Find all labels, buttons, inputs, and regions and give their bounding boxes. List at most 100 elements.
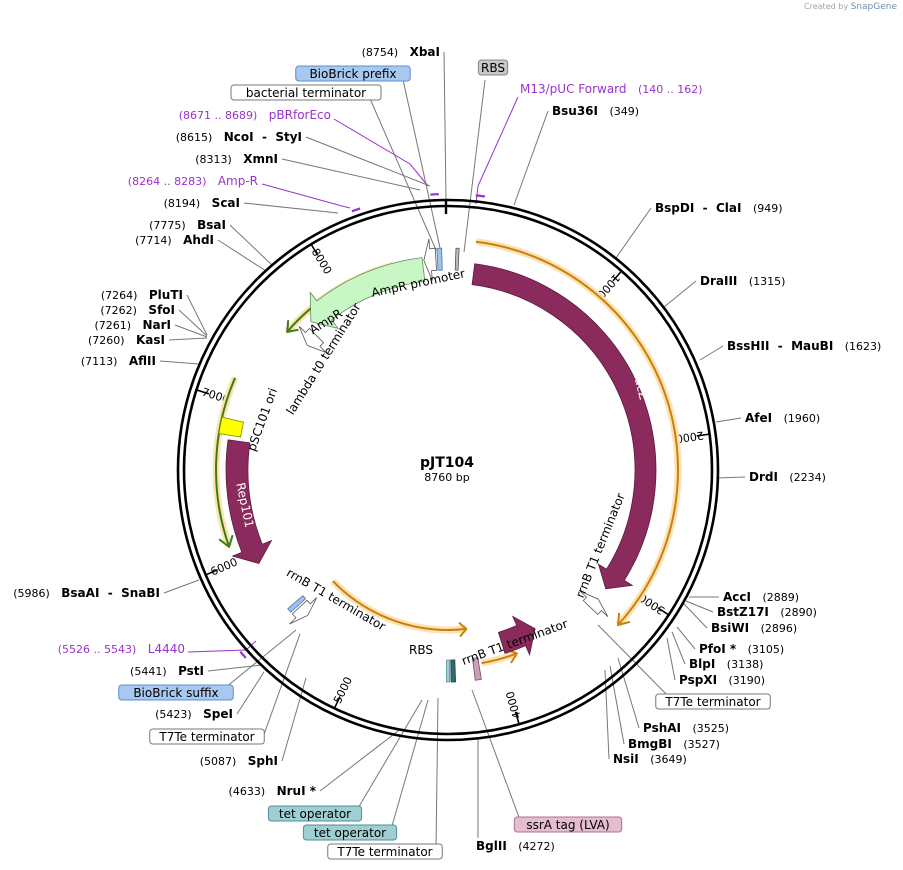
site-position: (349) xyxy=(609,105,639,118)
t7te-right-box xyxy=(655,693,771,710)
t7te-left-label: T7Te terminator xyxy=(158,730,254,744)
site-position: (5087) xyxy=(200,755,237,768)
site-position: (8754) xyxy=(362,46,399,59)
tet-operator-block xyxy=(450,659,457,683)
restriction-site-label: (5423) SpeI xyxy=(155,707,233,721)
restriction-site-label: (5087) SphI xyxy=(200,754,278,768)
leader-line xyxy=(663,280,697,308)
restriction-site-label: BglII (4272) xyxy=(476,839,555,853)
site-name: PfoI * xyxy=(699,642,737,656)
site-name: SfoI xyxy=(148,303,175,317)
site-position: (949) xyxy=(753,202,783,215)
leader-line xyxy=(319,730,399,792)
leader-line xyxy=(715,476,746,479)
plasmid-length: 8760 bp xyxy=(424,471,469,484)
tick-label: 6000 xyxy=(209,555,240,578)
tick-mark xyxy=(205,569,219,576)
site-position: (8313) xyxy=(195,153,232,166)
tick-mark xyxy=(514,711,520,725)
biobrick-prefix-block xyxy=(436,247,443,271)
site-name: DraIII xyxy=(700,274,737,288)
leader-line xyxy=(615,207,652,259)
restriction-site-label: PspXI (3190) xyxy=(679,673,765,687)
leader-line xyxy=(261,633,301,741)
restriction-site-label: PshAI (3525) xyxy=(643,721,729,735)
leader-line xyxy=(236,671,265,715)
primer-label: M13/pUC Forward (140 .. 162) xyxy=(520,82,703,96)
orf-bottom-left-head xyxy=(458,621,468,638)
lambda-repressor-arrow xyxy=(497,615,536,656)
t7te-bottom-label: T7Te terminator xyxy=(336,845,432,859)
primer-name: L4440 xyxy=(148,642,185,656)
biobrick-prefix-label: BioBrick prefix xyxy=(309,67,396,81)
tick-mark xyxy=(612,270,623,282)
site-position: (7714) xyxy=(135,234,172,247)
restriction-site-label: BstZ17I (2890) xyxy=(717,605,817,619)
snapgene-credit: Created by SnapGene xyxy=(804,2,897,12)
leader-line xyxy=(367,93,437,251)
leader-line xyxy=(333,118,429,187)
site-position: (5423) xyxy=(155,708,192,721)
restriction-site-label: (8313) XmnI xyxy=(195,152,278,166)
restriction-site-label: (8615) NcoI - StyI xyxy=(176,130,302,144)
site-name: PstI xyxy=(178,664,204,678)
site-name: XmnI xyxy=(243,152,278,166)
biobrick-prefix-box xyxy=(295,65,411,82)
site-name: PluTI xyxy=(149,288,183,302)
leader-line xyxy=(685,600,714,613)
ssra-tag-label: ssrA tag (LVA) xyxy=(526,818,609,832)
site-position: (3190) xyxy=(729,674,766,687)
site-position: (5986) xyxy=(13,587,50,600)
tick-mark xyxy=(696,433,710,437)
leader-line xyxy=(168,337,208,341)
rbs-block xyxy=(454,247,460,271)
site-name: DrdI xyxy=(749,470,778,484)
site-name: BglII xyxy=(476,839,507,853)
ampr-arrow xyxy=(309,257,426,330)
site-position: (5441) xyxy=(130,665,167,678)
site-name: NsiI xyxy=(613,752,639,766)
tick-label: 8000 xyxy=(309,246,335,277)
leader-line xyxy=(217,239,267,272)
leader-line xyxy=(463,79,486,253)
leader-line xyxy=(443,51,447,201)
biobrick-suffix-box xyxy=(118,684,234,701)
leader-line xyxy=(475,96,519,205)
site-position: (2889) xyxy=(762,591,799,604)
primer-label: (8671 .. 8689) pBRforEco xyxy=(179,108,331,122)
restriction-site-label: DraIII (1315) xyxy=(700,274,785,288)
restriction-site-label: PfoI * (3105) xyxy=(699,642,784,656)
site-position: (3138) xyxy=(727,658,764,671)
plasmid-name: pJT104 xyxy=(420,455,474,471)
site-name: SphI xyxy=(248,754,278,768)
leader-line xyxy=(163,579,200,594)
site-position: (7775) xyxy=(149,219,186,232)
tick-mark xyxy=(657,607,670,616)
site-name: XbaI xyxy=(410,45,440,59)
site-position: (7262) xyxy=(100,304,137,317)
site-name: BssHII - MauBI xyxy=(727,339,833,353)
rbs-bottom-label: RBS xyxy=(409,643,433,657)
leader-line xyxy=(174,324,208,338)
primer-marker xyxy=(475,194,486,198)
lacz-label: lacZ xyxy=(631,373,651,401)
site-name: SpeI xyxy=(203,707,233,721)
restriction-site-label: BsiWI (2896) xyxy=(711,621,797,635)
restriction-site-label: (8194) ScaI xyxy=(164,196,240,210)
leader-line xyxy=(609,665,625,745)
leader-line xyxy=(229,224,273,266)
tet-operator-1-box xyxy=(267,805,363,822)
restriction-site-label: (7714) AhdI xyxy=(135,233,214,247)
restriction-site-label: BspDI - ClaI (949) xyxy=(655,201,783,215)
tet-operator-1-label: tet operator xyxy=(279,807,351,821)
leader-line xyxy=(401,74,441,249)
lacz-orf xyxy=(475,240,679,626)
psc101-ori-label: pSC101 ori xyxy=(244,386,280,453)
restriction-site-label: (7113) AflII xyxy=(81,354,156,368)
t7te-bottom-box xyxy=(327,843,443,860)
site-name: BsaAI - SnaBI xyxy=(61,586,160,600)
leader-line xyxy=(353,699,423,816)
site-position: (8615) xyxy=(176,131,213,144)
site-position: (3527) xyxy=(683,738,720,751)
